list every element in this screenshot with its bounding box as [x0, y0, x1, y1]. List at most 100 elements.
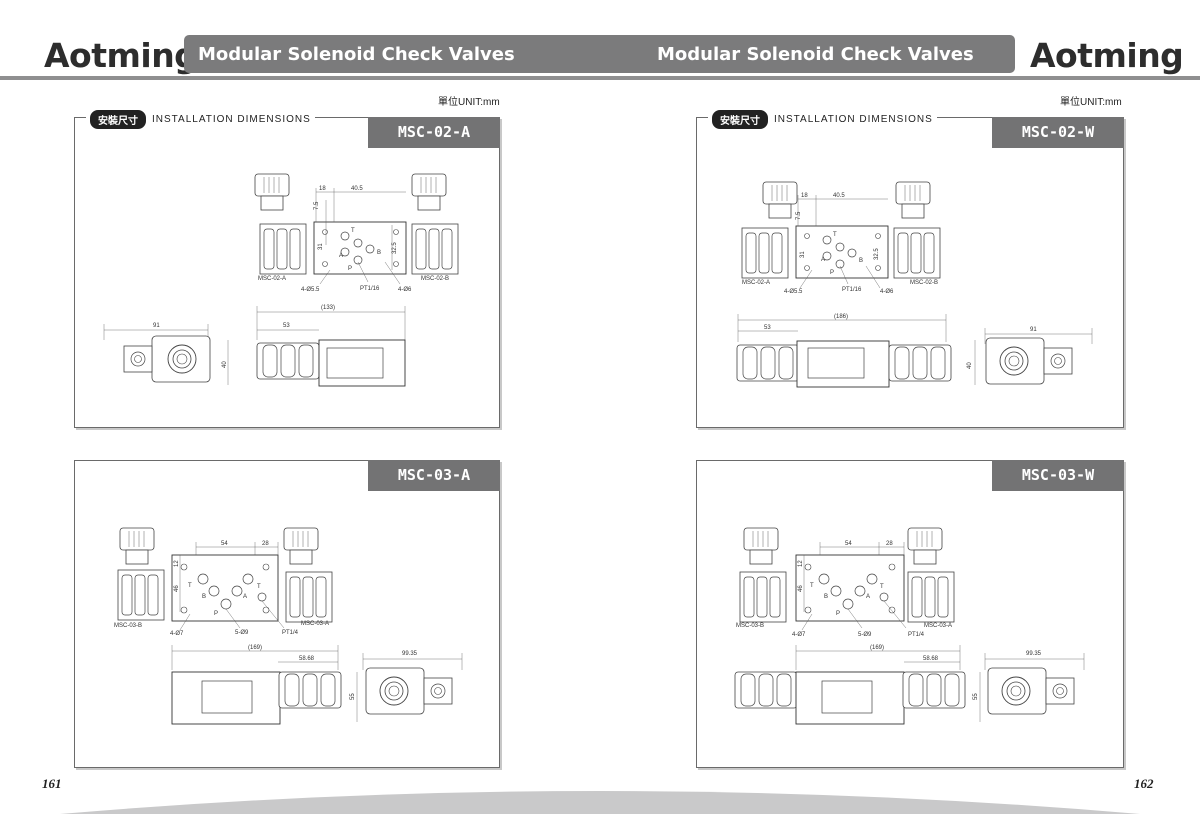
section-label-right: 安裝尺寸 INSTALLATION DIMENSIONS: [708, 110, 937, 129]
drawing-msc-02-a: 18 40.5 7.5 31 32.5 T A B P MSC-02-A MSC…: [103, 173, 459, 387]
thread-label: PT1/4: [282, 630, 299, 636]
header-title-left: Modular Solenoid Check Valves: [198, 44, 515, 65]
model-tag: MSC-02-W: [992, 117, 1124, 148]
model-tag: MSC-02-A: [368, 117, 500, 148]
port-label: A: [866, 594, 870, 600]
dim-label: 12: [174, 560, 180, 567]
port-label: T: [188, 583, 192, 589]
model-tag: MSC-03-A: [368, 460, 500, 491]
footer-arc: [60, 791, 1140, 814]
port-label: B: [377, 250, 381, 256]
dim-label: 28: [262, 541, 269, 547]
dim-label: 7.5: [796, 211, 802, 220]
thread-label: PT1/16: [360, 286, 380, 292]
dim-label: 12: [798, 560, 804, 567]
dim-label: 46: [174, 585, 180, 592]
section-badge: 安裝尺寸: [90, 110, 146, 129]
brand-mark: A: [44, 36, 70, 75]
hole-label: 5-Ø9: [858, 632, 872, 638]
thread-label: PT1/4: [908, 632, 925, 638]
page-number-right: 162: [1134, 776, 1154, 791]
section-badge: 安裝尺寸: [712, 110, 768, 129]
dim-label: (169): [248, 645, 262, 651]
dim-label: 32.5: [874, 248, 880, 260]
dim-label: 40.5: [351, 186, 363, 192]
dim-label: 46: [798, 585, 804, 592]
header-title-right: Modular Solenoid Check Valves: [657, 44, 974, 65]
drawing-msc-03-w: 54 28 12 46 T B A T P MSC-03-B MSC-03-A …: [734, 527, 1085, 725]
dim-label: 31: [800, 251, 806, 258]
port-label: T: [257, 584, 261, 590]
port-label: A: [821, 257, 825, 263]
dim-label: 40.5: [833, 193, 845, 199]
brand-name: otming: [69, 36, 198, 75]
dim-label: 31: [318, 243, 324, 250]
coil-label-right: MSC-03-A: [301, 621, 329, 627]
dim-label: 55: [973, 693, 979, 700]
brand-logo-left: Aotming: [44, 36, 198, 75]
hole-label: 4-Ø5.5: [784, 289, 803, 295]
dim-label: 58.68: [923, 656, 939, 662]
model-tag: MSC-03-W: [992, 460, 1124, 491]
page-number-left: 161: [42, 776, 62, 791]
dim-label: 32.5: [392, 242, 398, 254]
port-label: T: [810, 583, 814, 589]
hole-label: 4-Ø7: [170, 631, 184, 637]
port-label: B: [824, 594, 828, 600]
port-label: P: [214, 611, 218, 617]
port-label: T: [880, 584, 884, 590]
dim-label: 54: [221, 541, 228, 547]
hole-label: 4-Ø7: [792, 632, 806, 638]
section-text: INSTALLATION DIMENSIONS: [774, 114, 933, 125]
dim-label: 40: [967, 362, 973, 369]
port-label: T: [351, 228, 355, 234]
coil-label-right: MSC-02-B: [910, 280, 938, 286]
unit-label-left: 單位UNIT:mm: [438, 97, 500, 108]
section-text: INSTALLATION DIMENSIONS: [152, 114, 311, 125]
hole-label: 4-Ø6: [398, 287, 412, 293]
dim-label: 7.5: [314, 201, 320, 210]
dim-label: 18: [801, 193, 808, 199]
thread-label: PT1/16: [842, 287, 862, 293]
hole-label: 4-Ø6: [880, 289, 894, 295]
port-label: B: [202, 594, 206, 600]
dim-label: 99.35: [1026, 651, 1042, 657]
hole-label: 5-Ø9: [235, 630, 249, 636]
dim-label: 53: [764, 325, 771, 331]
port-label: T: [833, 232, 837, 238]
header-divider: [0, 76, 1200, 80]
dim-label: 58.68: [299, 656, 315, 662]
coil-label-right: MSC-03-A: [924, 623, 952, 629]
coil-label-left: MSC-03-B: [736, 623, 764, 629]
hole-label: 4-Ø5.5: [301, 287, 320, 293]
dim-label: (133): [321, 305, 335, 311]
dim-label: 91: [153, 323, 160, 329]
dim-label: 91: [1030, 327, 1037, 333]
drawing-msc-03-a: 54 28 12 46 T B A T P MSC-03-B MSC-03-A …: [114, 527, 463, 725]
dim-label: 99.35: [402, 651, 418, 657]
dim-label: 28: [886, 541, 893, 547]
drawing-msc-02-w: 18 40.5 7.5 31 32.5 T A B P MSC-02-A MSC…: [736, 181, 1093, 388]
header-bar: [184, 35, 1015, 73]
dim-label: 18: [319, 186, 326, 192]
port-label: B: [859, 258, 863, 264]
brand-name: otming: [1055, 36, 1184, 75]
coil-label-right: MSC-02-B: [421, 276, 449, 282]
dim-label: 53: [283, 323, 290, 329]
dim-label: (169): [870, 645, 884, 651]
dim-label: 40: [222, 361, 228, 368]
port-label: P: [836, 611, 840, 617]
port-label: P: [348, 266, 352, 272]
brand-mark: A: [1030, 36, 1056, 75]
coil-label-left: MSC-03-B: [114, 623, 142, 629]
coil-label-left: MSC-02-A: [258, 276, 286, 282]
coil-label-left: MSC-02-A: [742, 280, 770, 286]
dim-label: 55: [350, 693, 356, 700]
brand-logo-right: Aotming: [1030, 36, 1184, 75]
dim-label: 54: [845, 541, 852, 547]
port-label: A: [339, 253, 343, 259]
port-label: A: [243, 594, 247, 600]
dim-label: (186): [834, 314, 848, 320]
section-label-left: 安裝尺寸 INSTALLATION DIMENSIONS: [86, 110, 315, 129]
